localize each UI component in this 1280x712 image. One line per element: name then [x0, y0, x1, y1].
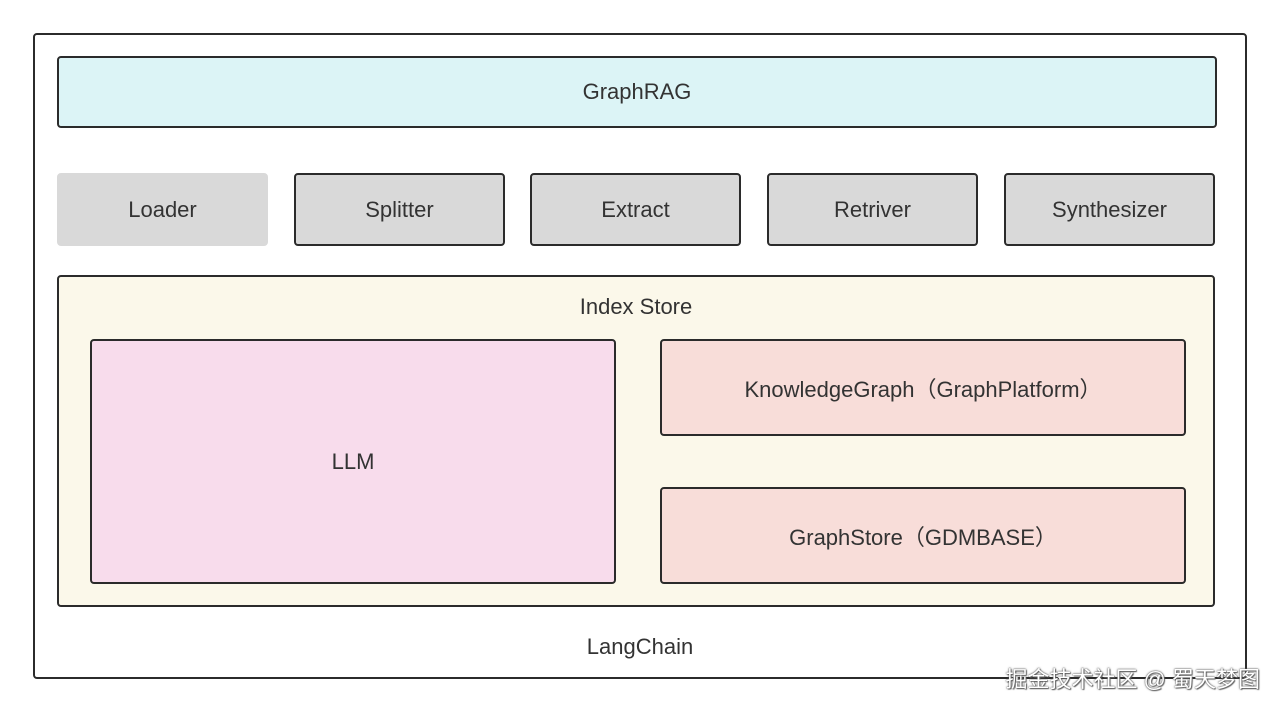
knowledge-graph-box: KnowledgeGraph（GraphPlatform）: [660, 339, 1186, 436]
graph-store-label: GraphStore（GDMBASE）: [789, 524, 1057, 550]
loader-label: Loader: [128, 196, 197, 222]
splitter-box: Splitter: [294, 173, 505, 246]
extract-label: Extract: [601, 196, 670, 222]
retriver-label: Retriver: [833, 196, 911, 222]
loader-box: Loader: [57, 173, 268, 246]
graphrag-box: GraphRAG: [57, 56, 1217, 128]
index-store-label: Index Store: [579, 294, 693, 319]
watermark: 掘金技术社区 @ 蜀天梦图: [1005, 667, 1260, 692]
graph-store-box: GraphStore（GDMBASE）: [660, 487, 1186, 584]
synthesizer-box: Synthesizer: [1004, 173, 1215, 246]
langchain-label: LangChain: [586, 634, 694, 659]
extract-box: Extract: [530, 173, 741, 246]
synthesizer-label: Synthesizer: [1052, 196, 1167, 222]
graphrag-label: GraphRAG: [582, 79, 692, 104]
knowledge-graph-label: KnowledgeGraph（GraphPlatform）: [744, 376, 1102, 402]
retriver-box: Retriver: [767, 173, 978, 246]
splitter-label: Splitter: [365, 196, 434, 222]
llm-label: LLM: [331, 448, 375, 474]
llm-box: LLM: [90, 339, 616, 584]
